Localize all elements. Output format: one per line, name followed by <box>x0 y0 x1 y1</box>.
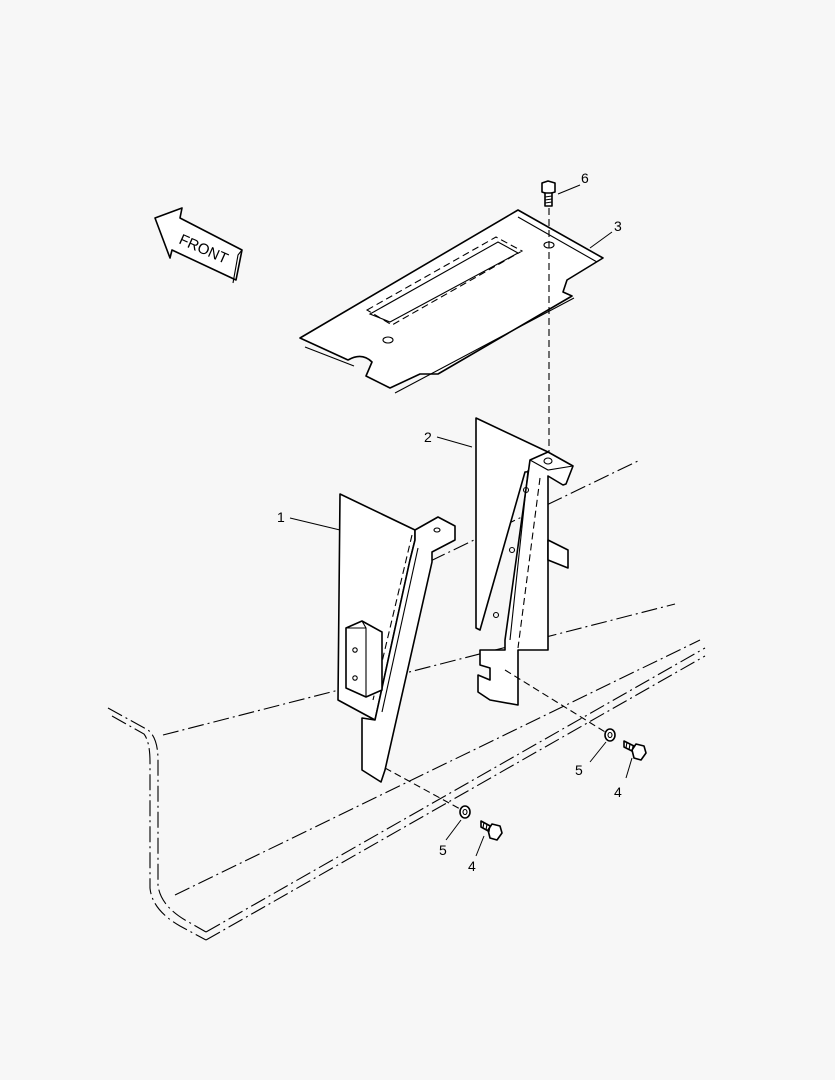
washer-right-part <box>604 728 616 742</box>
frame-left-part <box>337 493 463 811</box>
top-bolt-part <box>541 180 556 460</box>
callout-bolt-right: 4 <box>614 784 622 800</box>
callout-leaders <box>289 184 633 857</box>
front-direction-arrow: FRONT <box>154 207 243 284</box>
bolt-right-part <box>623 740 647 761</box>
callout-top-bolt: 6 <box>581 170 589 186</box>
callout-bolt-left: 4 <box>468 858 476 874</box>
callout-washer-right: 5 <box>575 762 583 778</box>
callout-frame-right: 2 <box>424 429 432 445</box>
callout-labels: 1 2 3 6 5 4 5 4 <box>277 170 622 874</box>
callout-washer-left: 5 <box>439 842 447 858</box>
callout-top-plate: 3 <box>614 218 622 234</box>
top-plate-part <box>299 209 604 394</box>
washer-left-part <box>459 805 471 819</box>
machine-body-outline <box>107 459 706 941</box>
bolt-left-part <box>480 820 503 841</box>
frame-right-part <box>475 417 611 736</box>
callout-frame-left: 1 <box>277 509 285 525</box>
